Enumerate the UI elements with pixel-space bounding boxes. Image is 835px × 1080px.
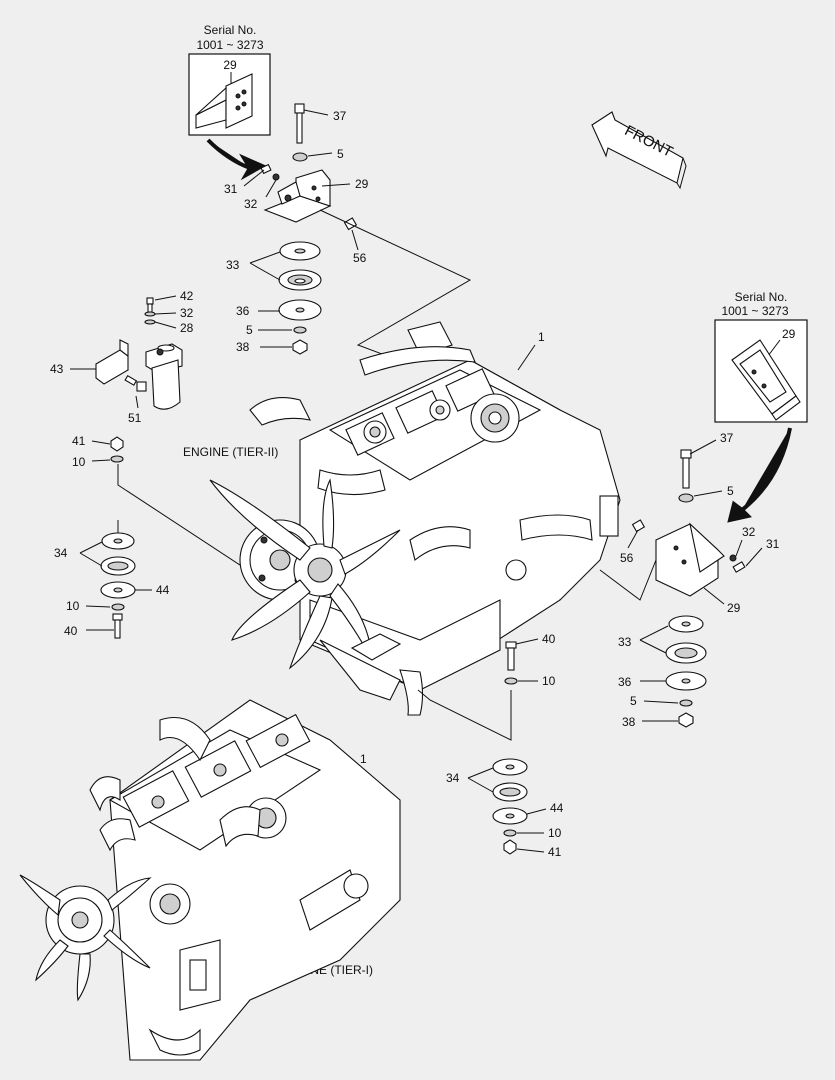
callout-40b: 40 <box>542 632 556 646</box>
arrow-icon <box>206 138 267 181</box>
callout-37: 37 <box>333 109 347 123</box>
callout-38b: 38 <box>622 715 636 729</box>
callout-41b: 41 <box>548 845 562 859</box>
callout-33: 33 <box>226 258 240 272</box>
callout-10b: 10 <box>66 599 80 613</box>
serial-box-top-left: Serial No. 1001 ~ 3273 29 <box>188 23 271 181</box>
front-direction-arrow: FRONT <box>591 111 687 190</box>
fuel-filter <box>145 343 183 410</box>
callout-31b: 31 <box>766 537 780 551</box>
serial-range-right: 1001 ~ 3273 <box>721 304 788 318</box>
filter-assembly: 42 32 28 43 51 <box>50 289 194 425</box>
callout-10: 10 <box>72 455 86 469</box>
engine-tier2-label: ENGINE (TIER-II) <box>183 445 278 459</box>
serial-title-right: Serial No. <box>735 290 788 304</box>
callout-40: 40 <box>64 624 78 638</box>
engine-bracket <box>263 169 332 223</box>
serial-range: 1001 ~ 3273 <box>196 38 263 52</box>
left-mount-stack: 41 10 34 44 10 40 <box>54 434 259 639</box>
callout-38: 38 <box>236 340 250 354</box>
callout-5d: 5 <box>630 694 637 708</box>
callout-44b: 44 <box>550 801 564 815</box>
inset-part-number-right: 29 <box>782 327 796 341</box>
callout-33b: 33 <box>618 635 632 649</box>
callout-32c: 32 <box>742 525 756 539</box>
callout-10c: 10 <box>542 674 556 688</box>
callout-28: 28 <box>180 321 194 335</box>
engine-bracket-right <box>655 522 725 597</box>
callout-36: 36 <box>236 304 250 318</box>
engine-tier2-drawing: ENGINE (TIER-II) 1 <box>183 321 621 716</box>
right-mount-stack: 37 5 56 29 32 31 33 <box>599 431 780 729</box>
bottom-mount-stack: 40 10 34 44 10 41 <box>417 632 564 859</box>
callout-5b: 5 <box>246 323 253 337</box>
arrow-icon-right <box>727 427 792 523</box>
callout-31: 31 <box>224 182 238 196</box>
serial-title: Serial No. <box>204 23 257 37</box>
callout-37b: 37 <box>720 431 734 445</box>
callout-36b: 36 <box>618 675 632 689</box>
callout-1: 1 <box>538 330 545 344</box>
bracket-inset-drawing-right <box>731 339 801 421</box>
callout-41: 41 <box>72 434 86 448</box>
callout-34: 34 <box>54 546 68 560</box>
bracket-inset-drawing <box>195 73 253 129</box>
engine-tier1-drawing: 1 ENGINE (TIER-I) <box>19 699 401 1061</box>
callout-29b: 29 <box>727 601 741 615</box>
callout-42: 42 <box>180 289 194 303</box>
inset-part-number: 29 <box>223 58 237 72</box>
callout-44: 44 <box>156 583 170 597</box>
bolt-head <box>294 103 305 114</box>
callout-51: 51 <box>128 411 142 425</box>
top-mount-assembly: 37 5 29 31 32 56 <box>224 103 472 361</box>
callout-1b: 1 <box>360 752 367 766</box>
callout-34b: 34 <box>446 771 460 785</box>
callout-32b: 32 <box>180 306 194 320</box>
callout-5c: 5 <box>727 484 734 498</box>
serial-box-right: Serial No. 1001 ~ 3273 29 <box>714 290 808 523</box>
cooling-fan <box>209 478 401 670</box>
callout-32: 32 <box>244 197 258 211</box>
cooling-fan-tier1 <box>19 874 152 1002</box>
bolt-shank <box>296 112 303 144</box>
callout-43: 43 <box>50 362 64 376</box>
callout-56b: 56 <box>620 551 634 565</box>
callout-56: 56 <box>353 251 367 265</box>
callout-5: 5 <box>337 147 344 161</box>
callout-10d: 10 <box>548 826 562 840</box>
callout-29: 29 <box>355 177 369 191</box>
